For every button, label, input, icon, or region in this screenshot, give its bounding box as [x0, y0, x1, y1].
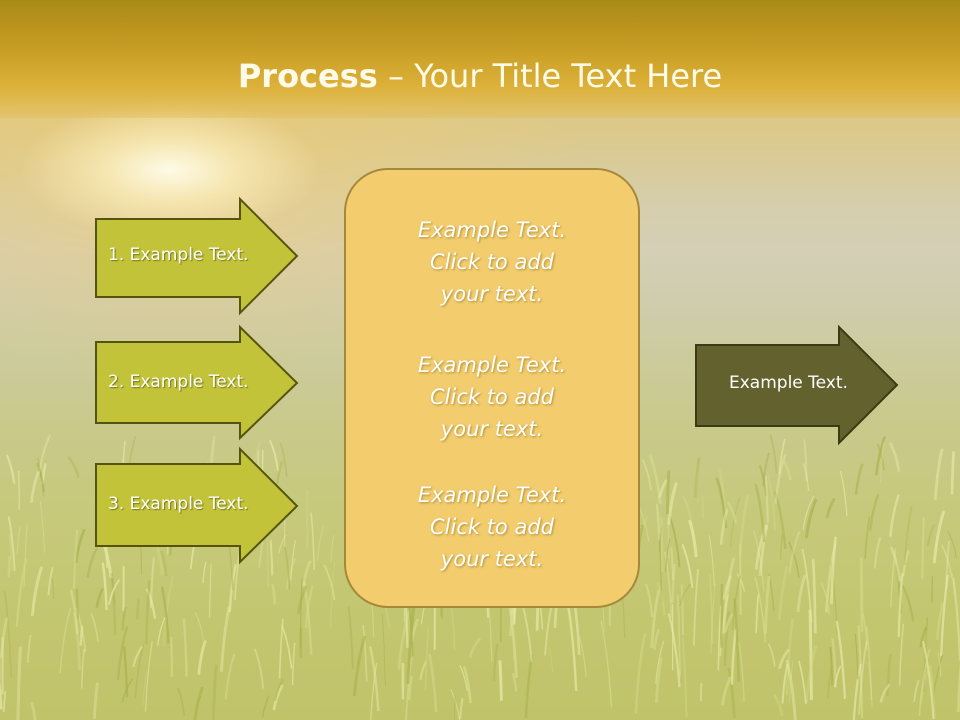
- left-arrow-1[interactable]: 1. Example Text.: [95, 196, 299, 316]
- left-arrow-2[interactable]: 2. Example Text.: [95, 324, 299, 441]
- center-text-line: Click to add: [429, 515, 554, 539]
- arrow-shape: [695, 324, 899, 446]
- center-text-box[interactable]: Example Text. Click to add your text. Ex…: [344, 168, 640, 608]
- center-text-block-3[interactable]: Example Text. Click to add your text.: [346, 479, 638, 575]
- arrow-shape: [95, 324, 299, 441]
- right-arrow[interactable]: Example Text.: [695, 324, 899, 446]
- slide-title[interactable]: Process – Your Title Text Here: [0, 52, 960, 100]
- center-text-line: Example Text.: [417, 218, 567, 242]
- center-text-line: Click to add: [429, 250, 554, 274]
- left-arrow-3-label: 3. Example Text.: [108, 494, 249, 514]
- center-text-line: Click to add: [429, 385, 554, 409]
- arrow-shape: [95, 196, 299, 316]
- left-arrow-2-label: 2. Example Text.: [108, 372, 249, 392]
- center-text-block-1[interactable]: Example Text. Click to add your text.: [346, 214, 638, 310]
- title-bold: Process: [237, 57, 378, 95]
- center-text-block-2[interactable]: Example Text. Click to add your text.: [346, 349, 638, 445]
- left-arrow-1-label: 1. Example Text.: [108, 245, 249, 265]
- center-text-line: your text.: [440, 282, 544, 306]
- left-arrow-3[interactable]: 3. Example Text.: [95, 446, 299, 565]
- center-text-line: your text.: [440, 547, 544, 571]
- title-rest: – Your Title Text Here: [377, 57, 723, 95]
- right-arrow-label: Example Text.: [729, 373, 848, 393]
- center-text-line: Example Text.: [417, 483, 567, 507]
- center-text-line: your text.: [440, 417, 544, 441]
- title-bar: [0, 0, 960, 118]
- arrow-shape: [95, 446, 299, 565]
- center-text-line: Example Text.: [417, 353, 567, 377]
